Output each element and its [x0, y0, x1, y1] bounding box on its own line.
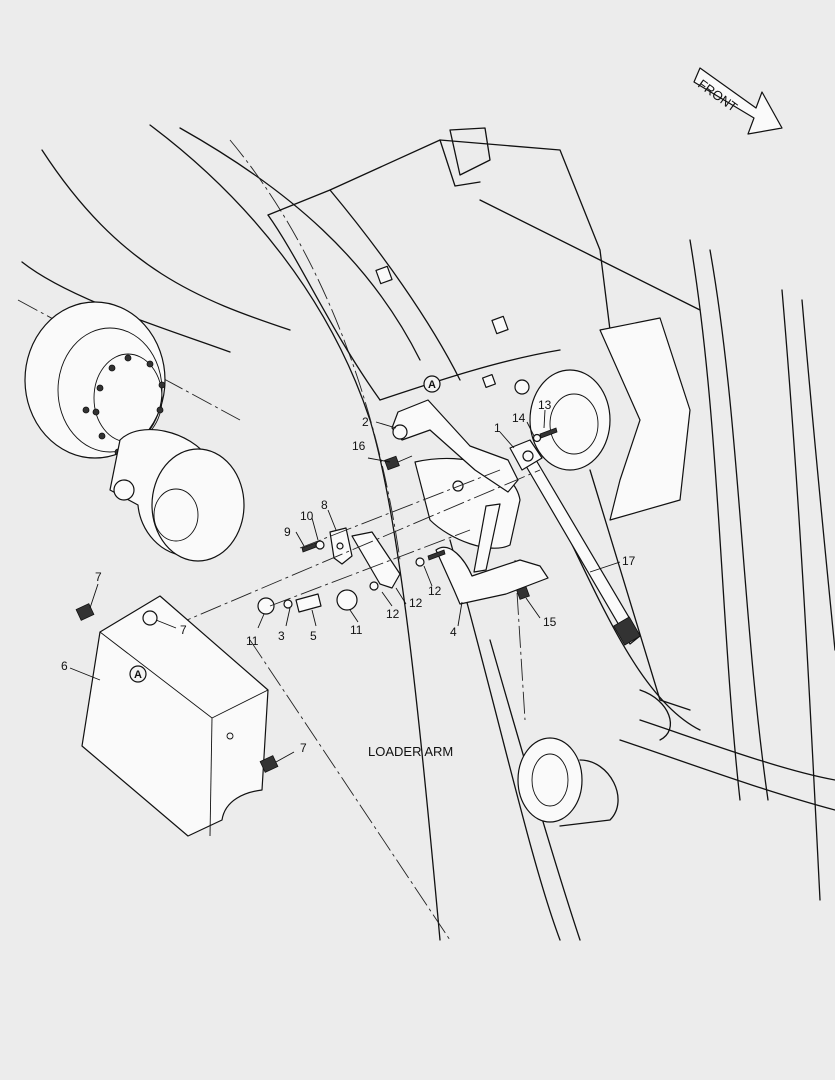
callout-2: 2	[362, 415, 369, 429]
loader-frame-outline	[17, 124, 835, 941]
protective-cover	[75, 595, 279, 837]
svg-text:A: A	[134, 669, 142, 681]
callout-9: 9	[284, 525, 291, 539]
callout-12c: 12	[428, 584, 442, 598]
bolt-ring	[82, 354, 166, 456]
callout-11b: 11	[350, 623, 363, 637]
callout-7c: 7	[300, 741, 307, 755]
callout-12a: 3	[278, 629, 285, 643]
sensor-bracket-assembly	[139, 399, 641, 941]
reference-marker-a-upper: A	[423, 375, 441, 393]
callout-4: 4	[450, 625, 457, 639]
callout-11a: 11	[246, 634, 259, 648]
callout-13: 13	[538, 398, 552, 412]
callout-1: 1	[494, 421, 501, 435]
callout-8: 8	[321, 498, 328, 512]
callout-3: 12	[409, 596, 423, 610]
callout-7b: 7	[180, 623, 187, 637]
callout-7a: 7	[95, 570, 102, 584]
callout-17: 17	[622, 554, 636, 568]
callout-15: 15	[543, 615, 557, 629]
callout-6: 6	[61, 659, 68, 673]
front-direction-arrow: FRONT	[693, 67, 783, 135]
callout-14: 14	[512, 411, 526, 425]
callout-12b: 12	[386, 607, 400, 621]
callout-16: 16	[352, 439, 366, 453]
callout-5: 5	[310, 629, 317, 643]
svg-text:A: A	[428, 379, 436, 391]
callout-labels: 1 2 12 4 5 6 7 7 7 8 9 10 11 11 3 12 12 …	[61, 398, 636, 755]
reference-marker-a-lower: A	[129, 665, 147, 683]
callout-10: 10	[300, 509, 314, 523]
callout-leaders	[69, 409, 621, 763]
loader-arm-label: LOADER ARM	[368, 744, 453, 759]
